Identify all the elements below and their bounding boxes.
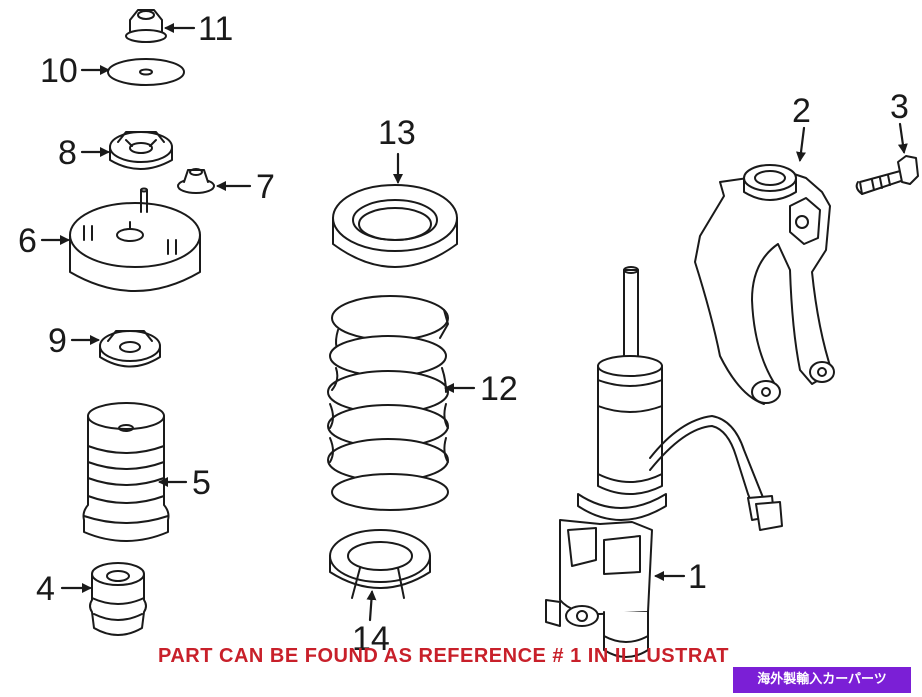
callout-1: 1: [688, 558, 707, 596]
part-3-bolt: [855, 155, 919, 195]
part-10-washer: [107, 58, 185, 86]
reference-note: PART CAN BE FOUND AS REFERENCE # 1 IN IL…: [158, 645, 729, 667]
callout-6: 6: [18, 222, 37, 260]
callout-2: 2: [792, 92, 811, 130]
callout-7: 7: [256, 168, 275, 206]
part-1-strut-assembly: [545, 266, 783, 658]
callout-9: 9: [48, 322, 67, 360]
part-7-flange-nut: [177, 168, 215, 194]
part-14-spring-seat: [329, 529, 431, 599]
callout-12: 12: [480, 370, 518, 408]
callout-8: 8: [58, 134, 77, 172]
seller-badge: 海外製輸入カーパーツ: [733, 667, 911, 693]
part-5-dust-boot: [82, 402, 170, 542]
callout-4: 4: [36, 570, 55, 608]
part-4-bump-stop: [89, 562, 147, 636]
callout-3: 3: [890, 88, 909, 126]
part-2-knuckle: [694, 164, 835, 405]
callout-10: 10: [40, 52, 78, 90]
callout-13: 13: [378, 114, 416, 152]
callout-5: 5: [192, 464, 211, 502]
callout-11: 11: [198, 10, 234, 48]
part-6-strut-mount: [69, 187, 201, 292]
part-13-spring-seat: [332, 184, 458, 268]
part-11-top-nut: [125, 9, 167, 43]
callout-14: 14: [352, 620, 390, 658]
part-8-bushing: [109, 131, 173, 170]
part-12-coil-spring: [327, 295, 449, 511]
part-9-bushing: [99, 330, 161, 368]
leader-lines: [40, 23, 908, 622]
